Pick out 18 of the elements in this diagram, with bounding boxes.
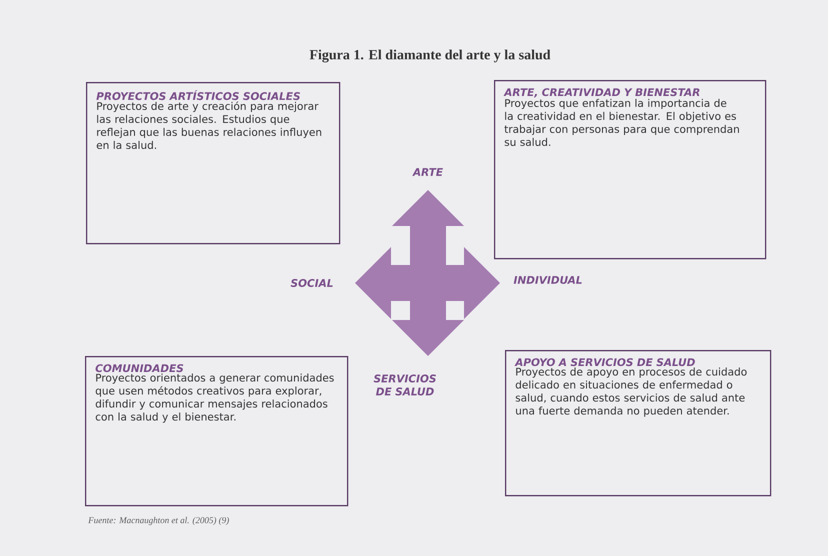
box-text: Proyectos de apoyo en procesos de cuidado delicado en situaciones de enfermedad o salud, cuando estos servicios de salud ante una fuerte demanda no pueden atender.	[516, 368, 747, 417]
box-text: Proyectos que enfatizan la importancia de la creatividad en el bienestar. El objetivo es trabajar con personas para que comprendan su salud.	[504, 98, 739, 146]
text-box	[494, 80, 766, 260]
axis-label: SERVICIOS DE SALUD	[374, 374, 436, 396]
text-box	[85, 356, 348, 506]
source-caption: Fuente: Macnaughton et al. (2005) (9)	[88, 516, 229, 526]
box-heading: APOYO A SERVICIOS DE SALUD	[514, 358, 695, 366]
box-text: Proyectos orientados a generar comunidades que usen métodos creativos para explorar, difundir y comunicar mensajes relacionados con la salud y el bienestar.	[96, 374, 334, 423]
axis-label: SOCIAL	[290, 279, 333, 287]
figure-title: Figura 1. El diamante del arte y la salud	[310, 50, 550, 62]
box-text: Proyectos de arte y creación para mejorar las relaciones sociales. Estudios que reflejan que las buenas relaciones influyen en la salud.	[96, 102, 322, 150]
text-box	[505, 350, 772, 496]
box-heading: ARTE, CREATIVIDAD Y BIENESTAR	[504, 88, 700, 98]
axis-label: ARTE	[412, 168, 443, 176]
text-box	[86, 82, 340, 244]
box-heading: COMUNIDADES	[96, 364, 184, 372]
axis-label: INDIVIDUAL	[514, 276, 582, 284]
box-heading: PROYECTOS ARTÍSTICOS SOCIALES	[96, 90, 300, 100]
